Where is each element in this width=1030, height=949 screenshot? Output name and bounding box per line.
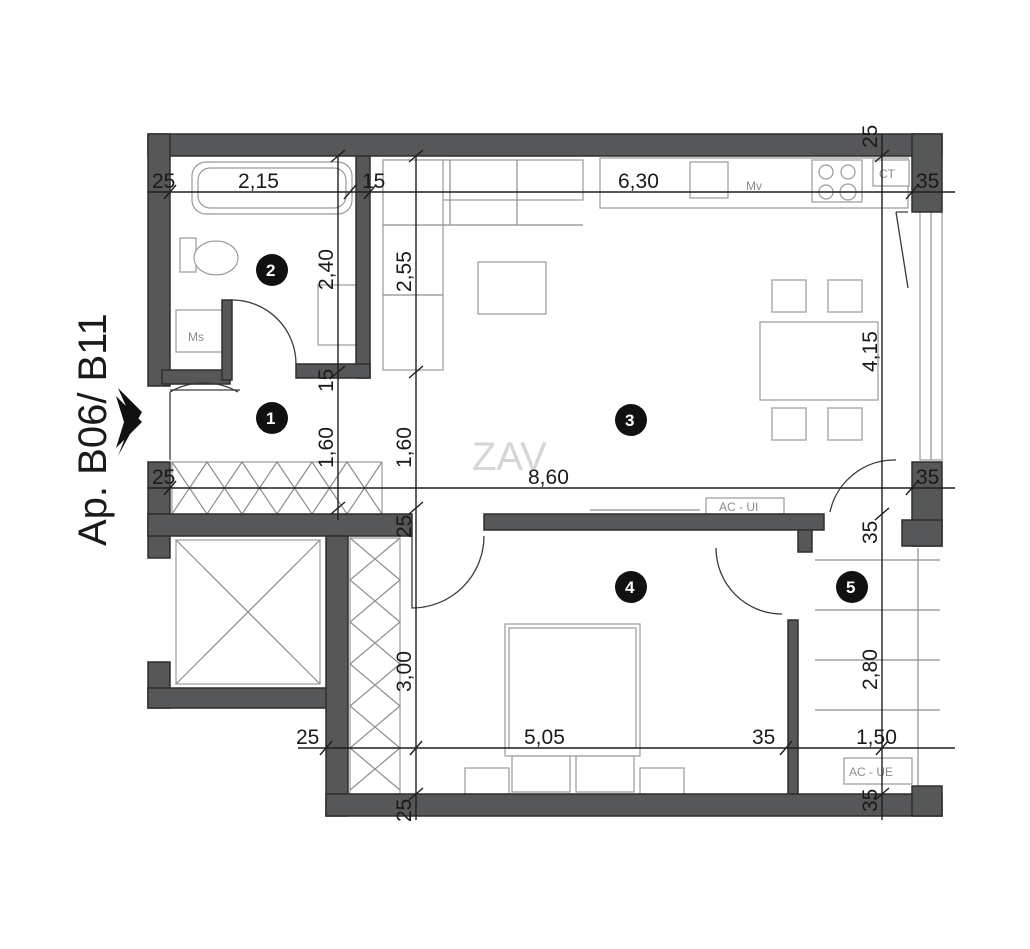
sofa-side	[382, 159, 444, 371]
apartment-label: Ap. B06/ B11	[71, 313, 115, 546]
wardrobe-door	[715, 547, 783, 615]
sink	[317, 284, 357, 346]
chair	[827, 279, 863, 313]
living-balcony-door	[829, 459, 897, 513]
entrance-door	[169, 382, 239, 460]
entrance-arrow-icon	[118, 388, 142, 456]
entrance-arrow-head-icon	[116, 396, 142, 448]
ac-outdoor-unit	[843, 757, 913, 785]
dim-balcony-height: 2,80	[859, 649, 882, 690]
dim-hall-height: 1,60	[315, 427, 338, 468]
bathroom-door	[231, 299, 297, 365]
pillow	[575, 755, 635, 793]
dim-bottom-left-wall: 25	[296, 726, 319, 749]
dim-bedroom-height: 3,00	[393, 651, 416, 692]
dim-balcony-wall-bottom: 35	[859, 789, 882, 812]
dim-bedroom-wall-top: 25	[393, 515, 416, 538]
dim-right-wall-mid: 35	[916, 466, 939, 489]
dim-partition: 15	[362, 170, 385, 193]
toilet-tank	[179, 237, 197, 273]
dim-mid-left-wall: 25	[152, 466, 175, 489]
chair	[827, 407, 863, 441]
bathtub-inner	[197, 167, 347, 209]
ac-indoor-tag: AC - UI	[719, 500, 758, 514]
dim-hall-partition: 15	[315, 369, 338, 392]
balcony-deck	[815, 548, 940, 786]
dim-balcony-width: 1,50	[856, 726, 897, 749]
toilet-bowl	[193, 240, 239, 276]
dim-bath-height: 2,40	[315, 249, 338, 290]
room-marker-5: 5	[836, 571, 868, 603]
boiler	[872, 159, 910, 187]
room-markers: 1 2 3 4 5	[256, 254, 868, 603]
dimension-lines	[148, 134, 955, 820]
room-marker-3: 3	[615, 404, 647, 436]
furniture: Ms Mv CT AC - UI	[171, 157, 943, 795]
svg-text:5: 5	[846, 578, 855, 597]
dim-living-width: 6,30	[618, 170, 659, 193]
doors	[169, 211, 909, 615]
ac-outdoor-tag: AC - UE	[849, 765, 893, 779]
room-marker-1: 1	[256, 402, 288, 434]
dim-living-side: 2,55	[393, 251, 416, 292]
watermark: ZAV	[472, 435, 547, 479]
svg-text:3: 3	[625, 411, 634, 430]
nightstand	[464, 767, 510, 795]
chair	[771, 407, 807, 441]
dimension-labels: 25 2,15 15 6,30 35 25 8,60 35 25 5,05 35…	[152, 125, 939, 822]
window-sash	[895, 211, 909, 289]
coffee-table	[477, 261, 547, 315]
boiler-tag: CT	[879, 167, 896, 181]
walls	[147, 133, 943, 817]
svg-text:4: 4	[625, 578, 635, 597]
bedroom-wardrobe	[349, 537, 401, 795]
dim-overall-width: 8,60	[528, 466, 569, 489]
dim-living-height: 4,15	[859, 331, 882, 372]
dim-bedroom-width: 5,05	[524, 726, 565, 749]
nightstand	[639, 767, 685, 795]
dim-bedroom-right-wall: 35	[752, 726, 775, 749]
svg-text:1: 1	[266, 409, 275, 428]
dim-bath-width: 2,15	[238, 170, 279, 193]
pillow	[511, 755, 571, 793]
dim-top-left-wall: 25	[152, 170, 175, 193]
dim-bedroom-wall-bottom: 25	[393, 799, 416, 822]
dim-right-wall-top: 35	[916, 170, 939, 193]
dim-balcony-wall: 35	[859, 521, 882, 544]
microwave-tag: Mv	[746, 179, 762, 193]
svg-text:2: 2	[266, 261, 275, 280]
dim-hall-height-2: 1,60	[393, 427, 416, 468]
room-marker-2: 2	[256, 254, 288, 286]
chair	[771, 279, 807, 313]
washing-machine-tag: Ms	[188, 330, 204, 344]
dim-top-wall: 25	[859, 125, 882, 148]
bedroom-door	[411, 535, 485, 609]
dining-table	[759, 321, 879, 401]
room-marker-4: 4	[615, 571, 647, 603]
